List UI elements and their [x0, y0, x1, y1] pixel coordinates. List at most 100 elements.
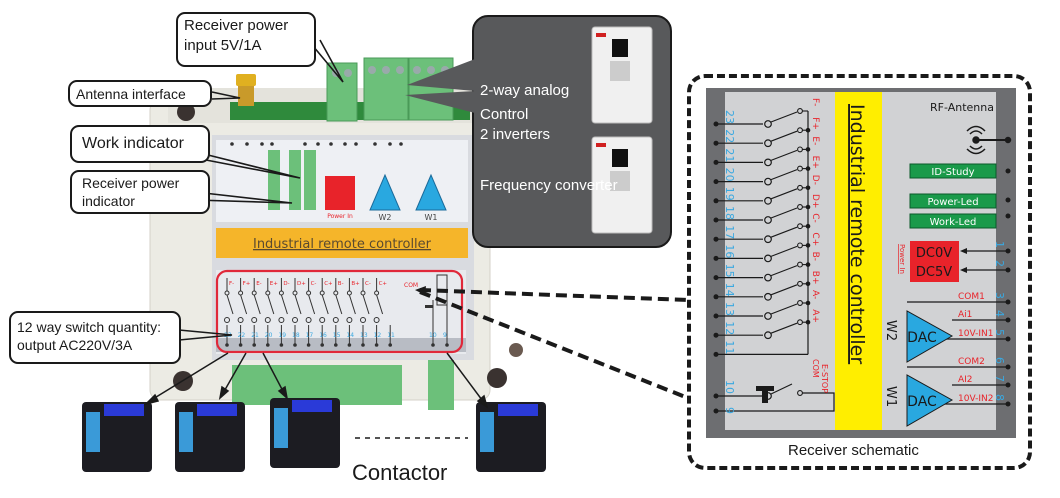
device-illustration: Power In W2 W1 Industrial remote control…: [82, 39, 689, 472]
led-power: Power-Led: [909, 193, 1011, 209]
schematic-pin-number: 15: [723, 264, 736, 278]
rf-antenna-label: RF-Antenna: [930, 101, 994, 114]
device-switch-blade: [321, 294, 329, 315]
mount-hole: [509, 343, 523, 357]
schematic-switch-blade: [770, 245, 798, 257]
dac-w1-label: W1: [425, 213, 438, 222]
schematic-switch-label: C+: [810, 232, 820, 246]
device-switch-contact: [332, 317, 339, 323]
device-terminal-dot: [334, 343, 338, 347]
schematic-dac-pin-label: 10V-IN1: [958, 329, 993, 339]
device-switch-contact: [251, 317, 258, 323]
schematic-pin-number: 8: [993, 394, 1006, 401]
device-switch-contact: [264, 317, 271, 323]
device-pin-number: 21: [251, 332, 259, 339]
device-switch-label: D+: [297, 281, 306, 287]
analog-text: 2-way analog Control 2 inverters: [480, 81, 569, 145]
schematic-switch-blade: [770, 207, 798, 219]
device-top-pin-dot: [245, 142, 249, 146]
com-label: COM: [811, 359, 820, 378]
callout-work-indicator: Work indicator: [70, 125, 210, 163]
device-switch-label: C-: [365, 281, 371, 287]
device-top-pin-dot: [303, 142, 307, 146]
device-title: Industrial remote controller: [253, 237, 432, 252]
device-switch-blade: [226, 294, 234, 315]
schematic-switch-contact: [797, 280, 803, 287]
schematic-power-arrow: [960, 248, 967, 254]
switch-highlight-outline: [215, 269, 464, 354]
dac-w1-triangle: [906, 374, 954, 427]
schematic-dac-pin-label: AI2: [958, 375, 973, 385]
contactor-arrows: [143, 352, 489, 409]
schematic-switch-contact: [797, 319, 803, 326]
device-terminal-dot: [347, 343, 352, 347]
device-top-pin-dot: [270, 142, 274, 146]
device-switch-contact: [305, 317, 312, 323]
device-terminal-dot: [225, 343, 229, 347]
device-pin-number: 10: [429, 332, 437, 339]
contactor-3: [270, 398, 340, 468]
schematic-power-arrow: [960, 267, 967, 273]
device-top-pin-dot: [399, 142, 403, 146]
schematic-pin-number: 3: [993, 292, 1006, 299]
dac-w2-triangle: [369, 173, 401, 211]
schematic-switch-contact: [764, 331, 772, 340]
led-id-study: ID-Study: [909, 163, 1011, 179]
device-terminal-dot: [306, 343, 311, 347]
frequency-converter-text: Frequency converter: [480, 177, 618, 194]
device-terminal-dot: [266, 343, 270, 347]
device-switch-blade: [348, 294, 356, 315]
device-pin-number: 20: [265, 332, 273, 339]
schematic-switch-contact: [764, 312, 772, 320]
callout-switch-quantity: 12 way switch quantity: output AC220V/3A: [9, 311, 181, 364]
schematic-switch-blade: [770, 188, 798, 200]
device-switch-label: E+: [270, 281, 278, 287]
power-in-box: [325, 176, 355, 210]
device-pin-number: 18: [292, 332, 300, 339]
schematic-dac-pin-label: COM1: [958, 292, 985, 302]
schematic-switch-label: C-: [810, 213, 820, 223]
schematic-pin-number: 19: [723, 187, 736, 201]
dc5v-label: DC5V: [916, 265, 952, 280]
schematic-pin-number: 9: [723, 407, 736, 414]
device-pin-number: 13: [360, 332, 368, 339]
dac-w1-triangle: [415, 173, 447, 211]
schematic-switch-contact: [764, 273, 772, 282]
schematic-switch-blade: [770, 303, 798, 315]
schematic-switch-blade: [770, 322, 798, 334]
contactor-2: [175, 402, 245, 472]
device-top-pin-dot: [230, 142, 234, 146]
schematic-switch-contact: [797, 300, 803, 306]
schematic-switch-blade: [770, 226, 798, 238]
schematic-switch-contact: [797, 242, 803, 249]
device-terminal-dot: [320, 343, 325, 347]
device-switch-blade: [376, 294, 384, 315]
led-strip-id-study: [268, 150, 280, 210]
device-switch-label: B+: [351, 281, 360, 287]
schematic-pin-number: 4: [993, 310, 1006, 317]
device-switch-contact: [319, 317, 326, 323]
device-terminal-dot: [238, 343, 243, 347]
device-pin-number: 12: [374, 332, 382, 339]
device-title-band: [216, 228, 468, 258]
schematic-dac-pin-label: Ai1: [958, 310, 972, 320]
device-switch-blade: [294, 294, 302, 315]
device-terminal-dot: [252, 343, 256, 347]
schematic-pin-number: 16: [723, 244, 736, 258]
device-switch-label: F+: [243, 281, 251, 287]
device-pin-number: 9: [443, 332, 447, 339]
device-terminal-dot: [374, 343, 379, 347]
schematic-link-lines: [419, 288, 689, 400]
schematic-switch-contact: [764, 235, 772, 244]
schematic-switch-contact: [797, 390, 803, 396]
schematic-switch-label: E-: [810, 136, 820, 145]
device-top-pin-dot: [329, 142, 333, 146]
schematic-switch-contact: [764, 158, 772, 167]
callout-power-input-line1: Receiver power: [184, 17, 289, 34]
led-work: Work-Led: [909, 213, 1011, 229]
device-switch-contact: [360, 317, 366, 323]
schematic-link-arrow: [415, 286, 426, 295]
device-top-pin-dot: [316, 142, 320, 146]
schematic-switch-contact: [764, 216, 772, 224]
